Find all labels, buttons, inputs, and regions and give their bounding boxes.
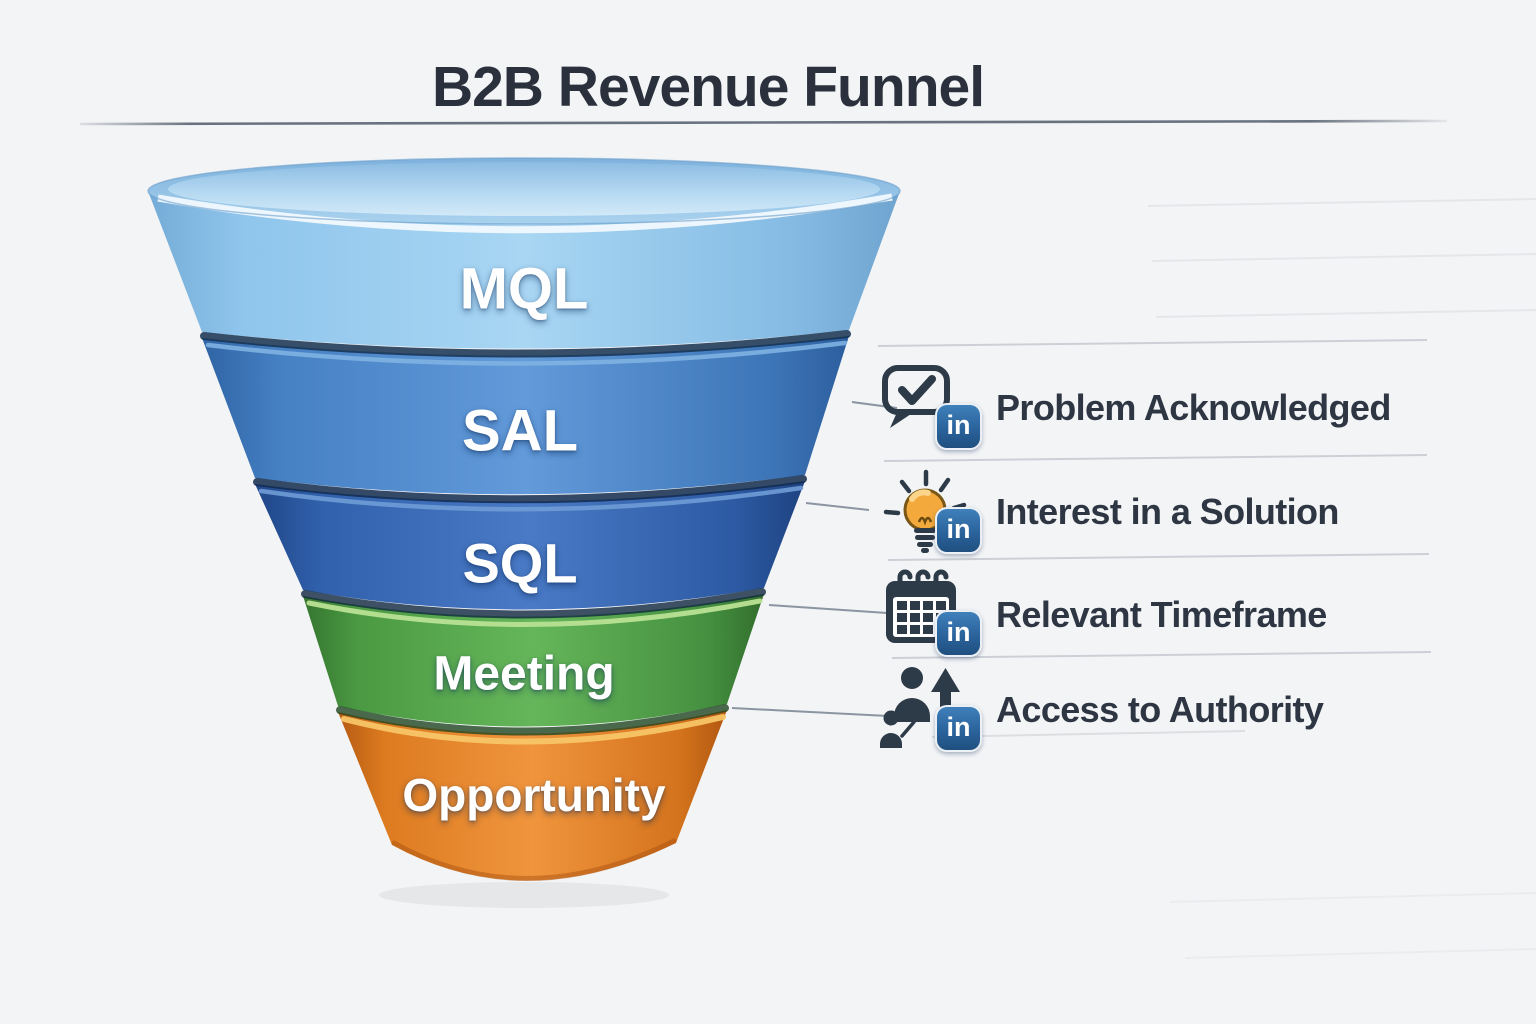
stage-label-sal: SAL — [462, 398, 578, 464]
annotation-label: Problem Acknowledged — [996, 387, 1391, 428]
icon-cluster: in — [878, 662, 982, 758]
annotation-row-problem-acknowledged: in Problem Acknowledged — [878, 360, 1391, 456]
funnel-stage-opportunity-shape — [338, 710, 727, 881]
icon-cluster: in — [878, 464, 982, 560]
stage-label-meeting: Meeting — [433, 647, 615, 701]
icon-cluster: in — [878, 360, 982, 456]
funnel-stages-group — [148, 191, 900, 881]
speech-check-icon — [882, 365, 950, 428]
stage-label-mql: MQL — [459, 256, 589, 322]
annotation-label: Relevant Timeframe — [996, 594, 1327, 635]
linkedin-icon: in — [935, 705, 982, 752]
title-underline — [79, 119, 1448, 126]
funnel-stage-meeting-shape — [303, 594, 764, 727]
background-texture-lines — [1147, 198, 1536, 959]
annotation-dividers — [877, 339, 1432, 738]
funnel-stage-mql-shape — [148, 191, 900, 349]
icon-cluster: in — [878, 567, 982, 663]
page-title: B2B Revenue Funnel — [431, 55, 985, 119]
linkedin-icon: in — [935, 507, 982, 554]
funnel-gap-shadows — [200, 330, 851, 736]
funnel-stage-sql-shape — [255, 481, 805, 610]
funnel-stage-sal-shape — [202, 336, 849, 495]
annotation-row-access-to-authority: in Access to Authority — [878, 662, 1324, 758]
people-up-arrow-icon — [880, 667, 960, 748]
annotation-label: Access to Authority — [996, 689, 1324, 730]
annotation-row-relevant-timeframe: in Relevant Timeframe — [878, 567, 1327, 663]
funnel-lip-highlights — [205, 340, 848, 881]
annotation-connectors — [731, 401, 898, 717]
funnel-rim — [147, 157, 901, 234]
annotation-row-interest-in-solution: in Interest in a Solution — [878, 464, 1339, 560]
stage-label-opportunity: Opportunity — [402, 769, 666, 821]
annotation-label: Interest in a Solution — [996, 491, 1339, 532]
linkedin-icon: in — [935, 403, 982, 450]
funnel-shadow — [379, 882, 669, 908]
linkedin-icon: in — [935, 610, 982, 657]
stage-label-sql: SQL — [462, 531, 578, 595]
